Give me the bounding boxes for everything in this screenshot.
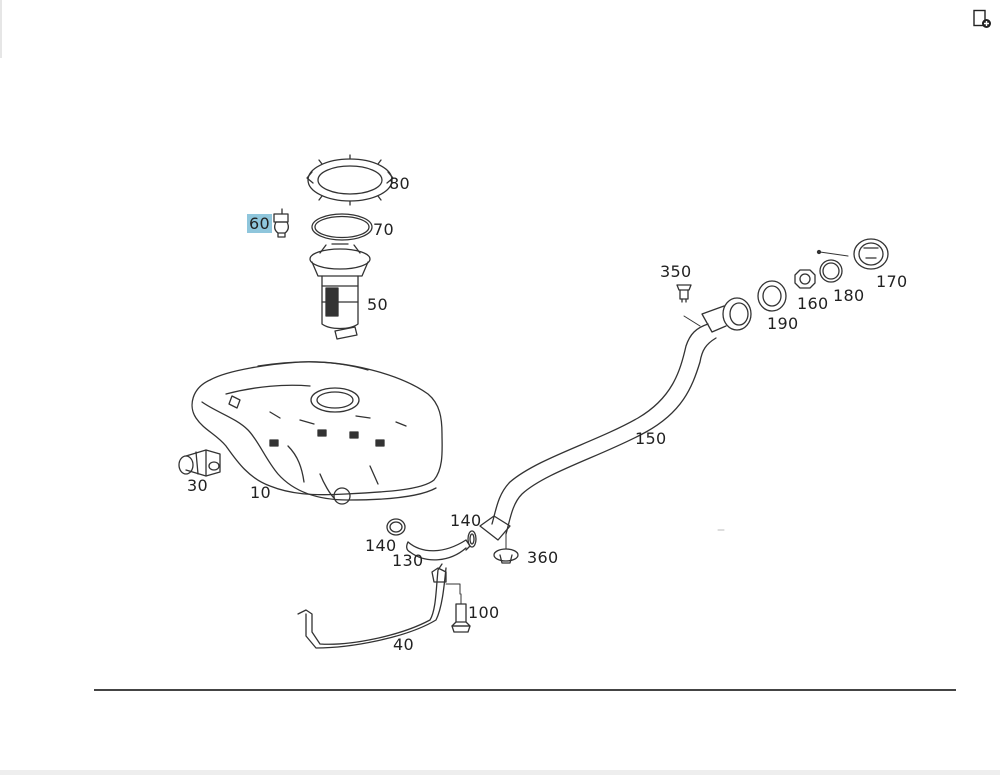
label-160[interactable]: 160 xyxy=(797,294,829,313)
label-40[interactable]: 40 xyxy=(393,635,414,654)
part-140-clamp-right xyxy=(468,531,476,547)
label-180[interactable]: 180 xyxy=(833,286,865,305)
label-150[interactable]: 150 xyxy=(635,429,667,448)
label-140-right[interactable]: 140 xyxy=(450,511,482,530)
part-10-fuel-tank xyxy=(192,362,442,504)
label-60-highlighted[interactable]: 60 xyxy=(247,214,272,233)
part-130-hose xyxy=(407,540,470,560)
label-70[interactable]: 70 xyxy=(373,220,394,239)
label-130[interactable]: 130 xyxy=(392,551,424,570)
label-10[interactable]: 10 xyxy=(250,483,271,502)
part-70-seal-ring xyxy=(312,214,372,240)
part-350-valve xyxy=(677,285,691,302)
label-350[interactable]: 350 xyxy=(660,262,692,281)
part-170-fuel-cap xyxy=(818,239,889,269)
left-scroll-edge xyxy=(0,0,2,58)
part-150-filler-pipe xyxy=(480,298,751,540)
part-40-strap xyxy=(298,564,460,648)
label-190[interactable]: 190 xyxy=(767,314,799,333)
label-170[interactable]: 170 xyxy=(876,272,908,291)
part-60-sensor xyxy=(274,209,288,237)
part-140-clamp-left xyxy=(387,519,405,535)
part-50-fuel-pump xyxy=(310,244,370,339)
diagram-bottom-rule xyxy=(94,689,956,691)
add-to-list-icon[interactable] xyxy=(972,9,992,29)
label-360[interactable]: 360 xyxy=(527,548,559,567)
part-30-connector xyxy=(179,450,220,476)
label-100[interactable]: 100 xyxy=(468,603,500,622)
part-100-bolt xyxy=(452,594,470,632)
part-160-insert xyxy=(795,270,815,288)
part-360-nut xyxy=(494,533,518,563)
label-50[interactable]: 50 xyxy=(367,295,388,314)
label-80[interactable]: 80 xyxy=(389,174,410,193)
label-30[interactable]: 30 xyxy=(187,476,208,495)
label-140-left[interactable]: 140 xyxy=(365,536,397,555)
part-180-seal xyxy=(820,260,842,282)
part-80-lock-ring xyxy=(307,155,393,205)
part-190-ring xyxy=(758,281,786,311)
bottom-scroll-strip xyxy=(0,770,1000,775)
